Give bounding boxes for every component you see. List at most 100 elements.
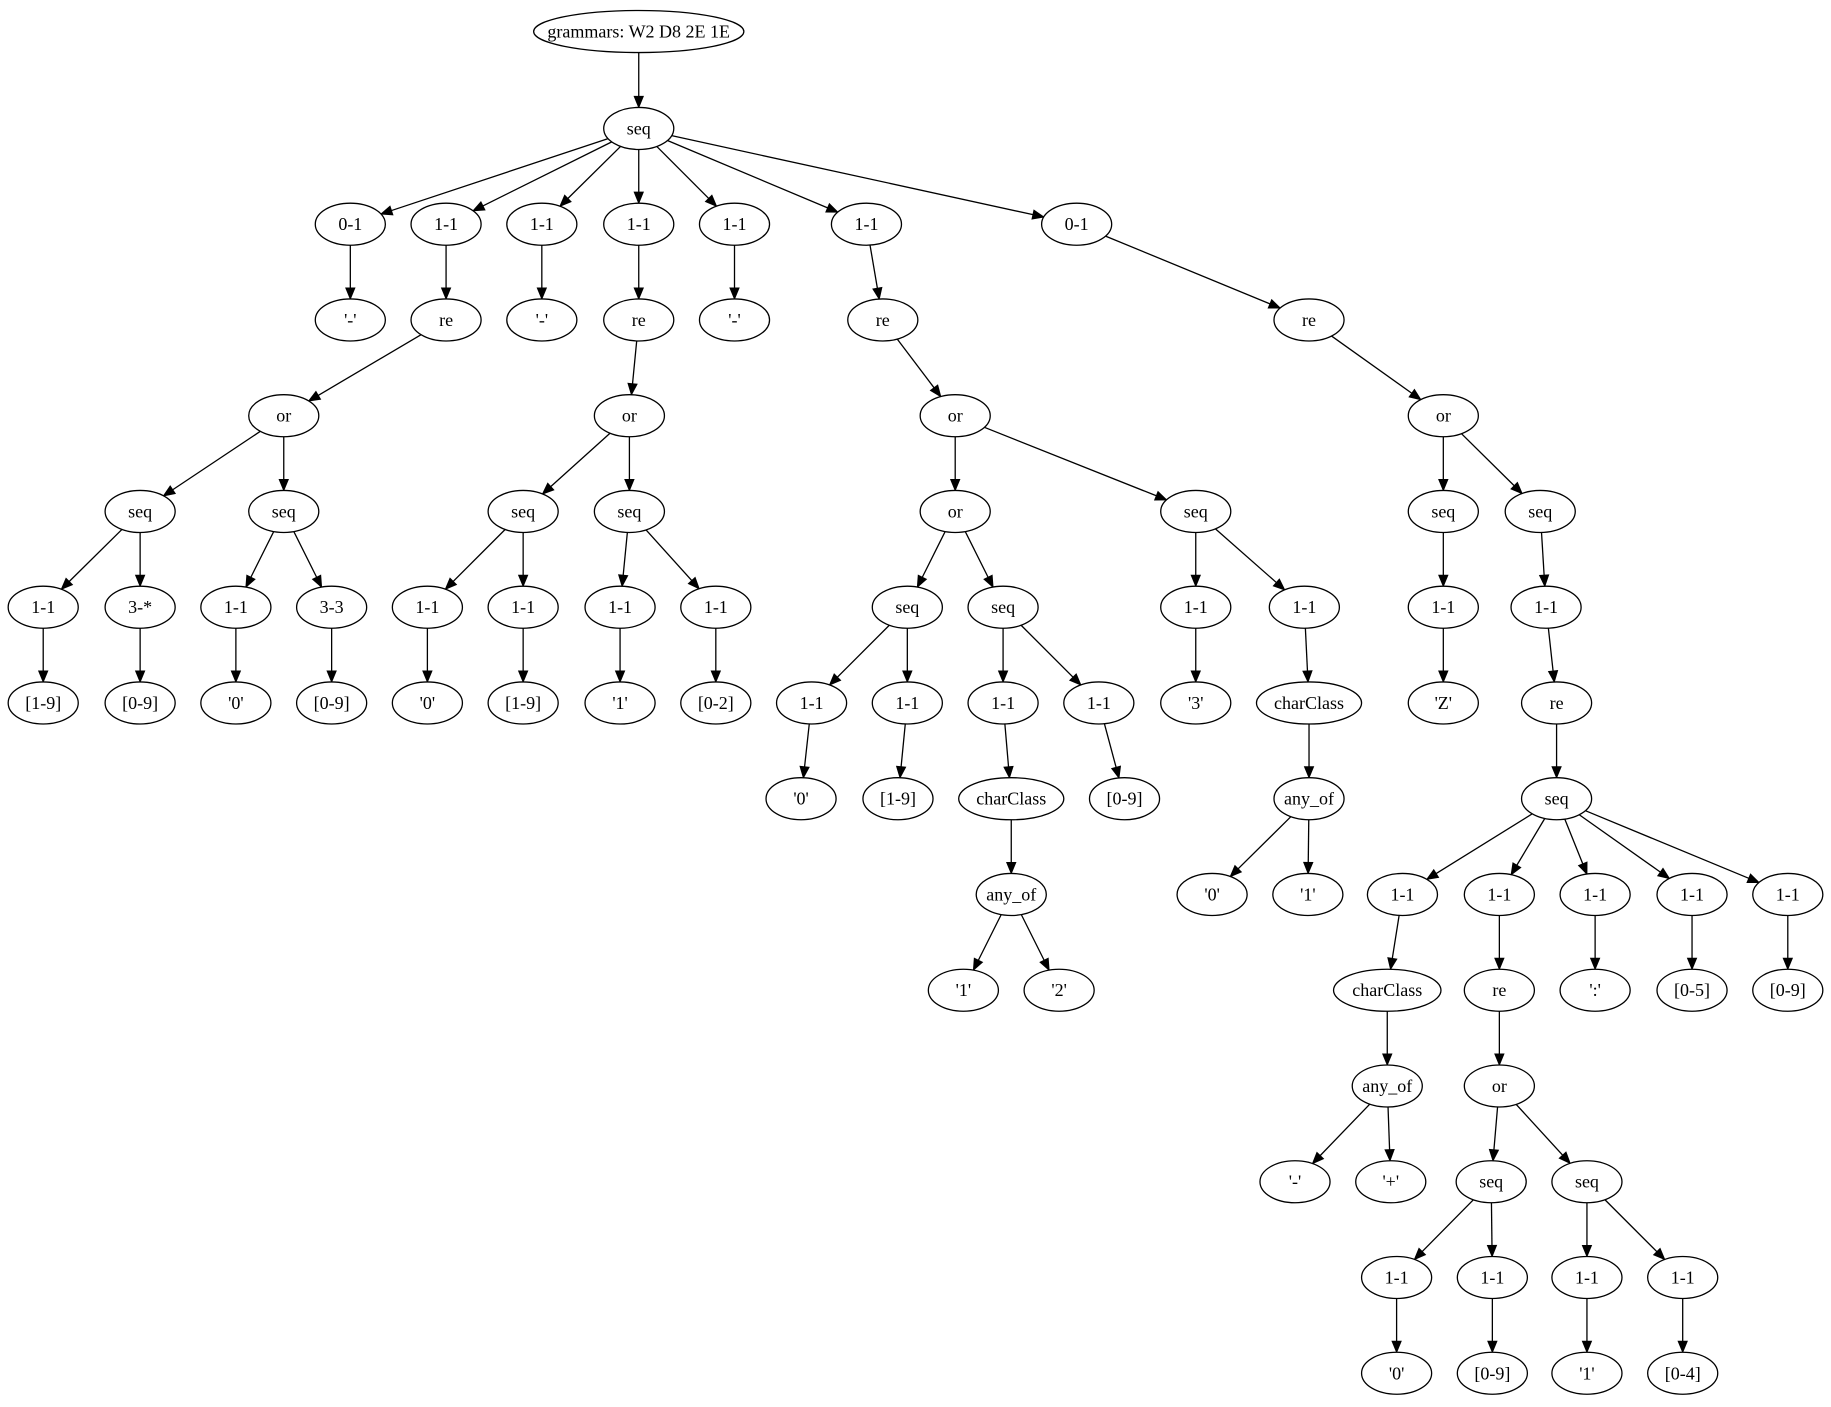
node-c7-or-or: or [1407, 394, 1479, 438]
arrowhead [307, 390, 322, 402]
node-c2-1-1: 1-1 [410, 202, 482, 246]
node-ellipse [584, 585, 656, 629]
node-ellipse [698, 298, 771, 342]
edge-c7_s5-to-c7_s5_v [1782, 915, 1794, 971]
edge-line [68, 528, 123, 582]
node-ellipse [1520, 777, 1593, 821]
node-label: 1-1 [1292, 597, 1316, 617]
arrowhead [60, 577, 74, 591]
node-label: charClass [976, 789, 1046, 809]
node-label: any_of [1362, 1076, 1412, 1096]
node-ellipse [1273, 777, 1345, 821]
node-label: '3' [1188, 693, 1204, 713]
edge-c7_seqB_seq-to-c7_s4 [1578, 814, 1671, 880]
node-label: [0-9] [314, 693, 350, 713]
node-ellipse [847, 298, 919, 342]
node-c7-s5-v-0-9: [0-9] [1752, 968, 1824, 1012]
edge-c2_seqA-to-c2_seqA_b [134, 532, 146, 588]
edge-line [1578, 814, 1661, 873]
node-c6-seqC-b-any-0-0: '0' [1176, 872, 1248, 917]
arrowhead [972, 957, 984, 972]
node-label: 1-1 [895, 693, 919, 713]
node-c7-seqB-seq: seq [1504, 489, 1576, 534]
edge-line [1461, 433, 1515, 487]
node-label: 1-1 [1480, 1267, 1504, 1287]
node-c4-seqB-b-v-0-2: [0-2] [680, 681, 752, 725]
edge-c2_seqA_a-to-c2_seqA_a_v [37, 628, 49, 684]
edge-c6_re-to-c6_or [896, 338, 942, 398]
node-ellipse [1407, 585, 1479, 629]
edge-c6_seqC_b_cc-to-c6_seqC_b_any [1303, 723, 1315, 780]
edge-c4_seqA_a-to-c4_seqA_a_v [422, 628, 433, 684]
node-ellipse [1360, 1351, 1433, 1395]
node-label: seq [1528, 501, 1552, 521]
node-c6-seqA-seq: seq [871, 585, 944, 629]
edge-line [1105, 235, 1271, 305]
edge-line [1585, 810, 1750, 879]
node-label: [0-9] [122, 693, 158, 713]
node-ellipse [593, 489, 666, 534]
arrowhead [1408, 388, 1422, 401]
edge-c2_or-to-c2_seqB [278, 436, 290, 492]
node-label: [0-4] [1665, 1363, 1701, 1383]
arrowhead [1581, 1244, 1593, 1258]
node-ellipse [248, 394, 320, 438]
node-label: seq [128, 501, 152, 521]
edge-c7_s2_seqB-to-c7_s2_seqB_a [1581, 1202, 1593, 1258]
node-ellipse [1355, 1160, 1427, 1204]
node-c7-s1-any-plus-node: '+' [1355, 1160, 1427, 1204]
node-label: charClass [1274, 693, 1344, 713]
arrowhead [1303, 861, 1314, 875]
arrowhead [1039, 957, 1050, 972]
edge-seq_top-to-c1 [379, 138, 609, 216]
edge-c7_seqB_seq-to-c7_s5 [1585, 810, 1761, 884]
node-ellipse [1647, 1351, 1719, 1395]
arrowhead [1538, 574, 1550, 588]
node-c4-seqA-a-v-0: '0' [391, 681, 464, 725]
node-c7-s2-seqB-b-1-1: 1-1 [1647, 1255, 1719, 1300]
edge-c6_seqB-to-c6_seqB_a [997, 628, 1009, 684]
edge-c7_s2_seqA_a-to-c7_s2_seqA_a_v [1391, 1298, 1402, 1354]
edge-line [667, 139, 828, 209]
arrowhead [1153, 490, 1168, 501]
node-c4-seqB-b-1-1: 1-1 [680, 585, 752, 629]
arrowhead [1581, 1340, 1593, 1354]
node-label: 'Z' [1435, 693, 1452, 713]
node-ellipse [295, 585, 368, 629]
node-c4-1-1: 1-1 [603, 202, 675, 246]
node-c6-seqB-a-any-1-1: '1' [927, 968, 1000, 1012]
node-c4-seqA-b-v-1-9: [1-9] [487, 681, 559, 725]
node-c6-seqC-a-1-1: 1-1 [1160, 585, 1232, 629]
node-ellipse [1351, 1064, 1423, 1108]
node-ellipse [1463, 1064, 1536, 1108]
arrowhead [1510, 481, 1523, 495]
node-label: any_of [986, 884, 1036, 904]
arrowhead [614, 670, 626, 684]
arrowhead [1303, 766, 1315, 780]
edge-line [1493, 1106, 1499, 1150]
arrowhead [627, 382, 638, 397]
node-c7-seqB-a-1-1: 1-1 [1510, 585, 1582, 629]
nodes-layer: grammars: W2 D8 2E 1Eseq0-1'-'1-1reorseq… [7, 9, 1824, 1395]
arrowhead [422, 670, 433, 684]
node-label: re [632, 310, 646, 330]
node-ellipse [919, 394, 991, 438]
node-ellipse [1268, 585, 1341, 629]
arrowhead [949, 478, 961, 492]
edge-c7_s2-to-c7_s2_re [1494, 915, 1505, 971]
node-label: '0' [228, 693, 244, 713]
edge-line [567, 145, 622, 199]
edge-c6_or2-to-c6_seqB [964, 531, 994, 589]
node-label: 1-1 [1534, 597, 1558, 617]
node-ellipse [1551, 1255, 1623, 1300]
edge-c6_seqB-to-c6_seqB_b [1020, 624, 1082, 686]
edge-line [1237, 816, 1292, 870]
node-ellipse [1456, 1351, 1529, 1395]
node-c7-s3-v-node: ':' [1559, 968, 1631, 1012]
node-c6-seqC-seq: seq [1160, 489, 1232, 534]
edge-c7_s1_cc-to-c7_s1_any [1382, 1011, 1393, 1067]
node-label: 0-1 [1065, 214, 1089, 234]
edge-line [1421, 1199, 1474, 1253]
edge-c6_seqC_a-to-c6_seqC_a_v [1190, 628, 1201, 684]
node-c2-or-or: or [248, 394, 320, 438]
